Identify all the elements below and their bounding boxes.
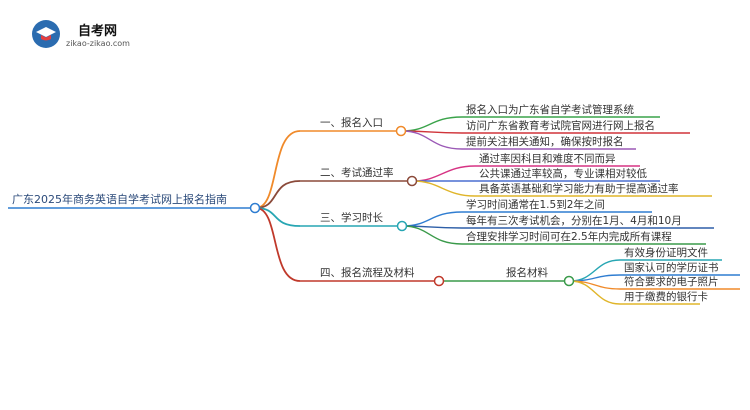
- leaf-3-1: 学习时间通常在1.5到2年之间: [466, 199, 605, 211]
- root-node: [249, 202, 261, 214]
- leaf-2-2: 公共课通过率较高，专业课相对较低: [479, 168, 647, 180]
- graduation-cap-icon: [32, 20, 60, 48]
- leaf-2-3: 具备英语基础和学习能力有助于提高通过率: [479, 183, 679, 195]
- branch-connector-4: [255, 207, 301, 282]
- leaf-1-3: 提前关注相关通知，确保按时报名: [466, 136, 624, 148]
- branch-connector-3: [255, 207, 301, 227]
- sub-node: [563, 275, 575, 287]
- branch-connector-2: [255, 180, 301, 209]
- leaf-3-3: 合理安排学习时间可在2.5年内完成所有课程: [466, 231, 672, 243]
- sub-label: 报名材料: [506, 267, 548, 279]
- leaf-4-1: 有效身份证明文件: [624, 247, 708, 259]
- leaf-2-1: 通过率因科目和难度不同而异: [479, 153, 616, 165]
- branch-connector-1: [255, 130, 301, 209]
- branch-label-4: 四、报名流程及材料: [320, 267, 415, 279]
- branch-label-3: 三、学习时长: [320, 212, 383, 224]
- logo-title: 自考网: [78, 24, 118, 39]
- branch-node-4: [433, 275, 445, 287]
- branch-node-1: [395, 125, 407, 137]
- root-topic: 广东2025年商务英语自学考试网上报名指南: [12, 193, 227, 206]
- logo-subtitle: zikao-zikao.com: [66, 39, 130, 48]
- branch-node-2: [406, 175, 418, 187]
- leaf-4-3: 符合要求的电子照片: [624, 276, 719, 288]
- leaf-3-2: 每年有三次考试机会，分别在1月、4月和10月: [466, 215, 682, 227]
- leaf-1-2: 访问广东省教育考试院官网进行网上报名: [466, 120, 655, 132]
- branch-label-2: 二、考试通过率: [320, 167, 394, 179]
- branch-label-1: 一、报名入口: [320, 117, 383, 129]
- leaf-4-4: 用于缴费的银行卡: [624, 291, 708, 303]
- logo: 自考网 zikao-zikao.com: [30, 18, 140, 52]
- branch-node-3: [396, 220, 408, 232]
- leaf-4-2: 国家认可的学历证书: [624, 262, 719, 274]
- leaf-1-1: 报名入口为广东省自学考试管理系统: [466, 104, 634, 116]
